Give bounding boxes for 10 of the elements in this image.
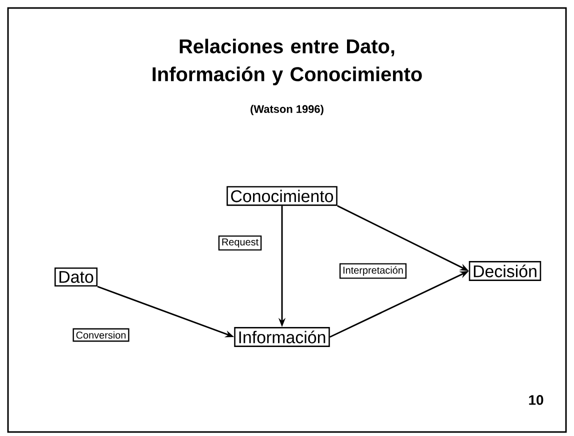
title: Relaciones entre Dato, Información y Conocimiento	[152, 38, 422, 86]
concept-box: Decisión	[468, 261, 542, 281]
edge-label: Interpretación	[339, 263, 407, 279]
edge-label: Request	[218, 235, 262, 251]
edge-label: Conversion	[72, 328, 130, 342]
page-number: 10	[529, 395, 544, 405]
concept-box: Conocimiento	[226, 186, 338, 206]
concept-box: Información	[234, 327, 330, 347]
subtitle: (Watson 1996)	[250, 104, 324, 116]
concept-box: Dato	[54, 267, 98, 287]
